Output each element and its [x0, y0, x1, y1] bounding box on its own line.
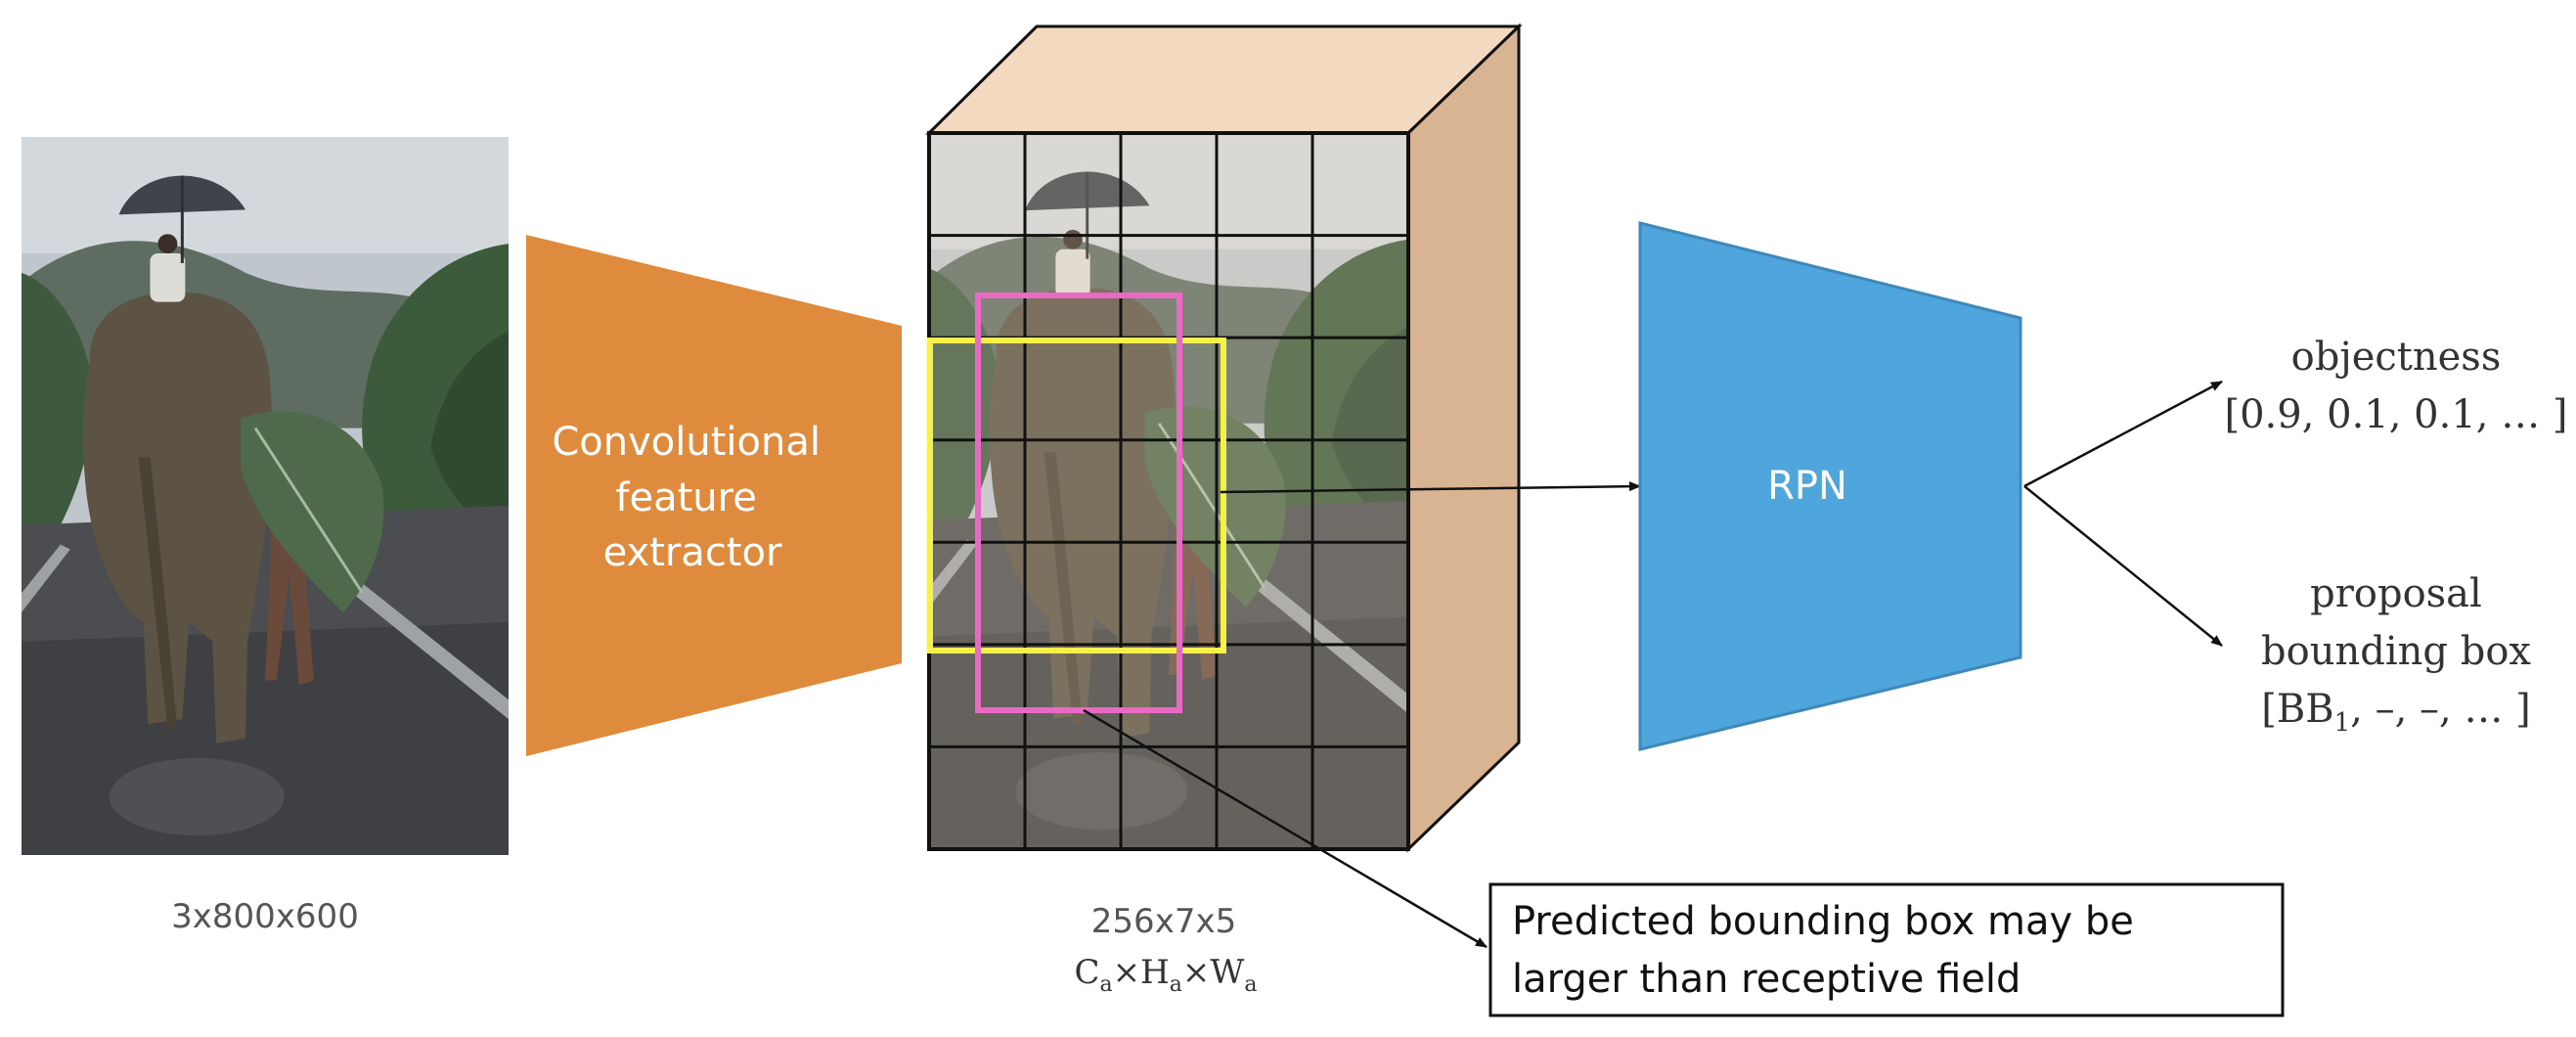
feature-map-dimensions-label: 256x7x5	[1091, 902, 1236, 941]
feature-map-formula: Ca×Ha×Wa	[1075, 953, 1258, 997]
yellow-anchor-box	[927, 338, 1226, 654]
feature-extractor-line-3: extractor	[603, 530, 782, 575]
feature-extractor-trapezoid	[526, 235, 902, 756]
arrow-feature-to-rpn	[1220, 481, 1641, 494]
callout-line-2: larger than receptive field	[1512, 957, 2021, 1002]
objectness-title: objectness	[2291, 335, 2502, 380]
rpn-trapezoid	[1638, 221, 2022, 751]
objectness-values: [0.9, 0.1, 0.1, … ]	[2224, 392, 2567, 437]
proposal-values: [BB1, –, –, … ]	[2261, 687, 2531, 738]
input-image	[22, 137, 509, 855]
pink-anchor-box	[975, 293, 1182, 713]
input-dimensions-label: 3x800x600	[171, 897, 359, 936]
feature-extractor-label: Convolutional feature extractor	[552, 420, 832, 575]
arrow-pink-box-to-callout	[1083, 708, 1488, 949]
feature-map-side-face	[1406, 23, 1521, 853]
rpn-label: RPN	[1767, 464, 1847, 509]
feature-map-cuboid	[925, 23, 1523, 853]
proposal-title-line-2: bounding box	[2261, 629, 2531, 674]
proposal-title-line-1: proposal	[2310, 571, 2482, 616]
callout-box	[1488, 882, 2285, 1017]
callout-line-1: Predicted bounding box may be	[1512, 899, 2134, 944]
feature-extractor-line-1: Convolutional	[552, 420, 821, 465]
arrow-rpn-to-objectness	[2023, 380, 2223, 488]
arrow-rpn-to-proposal	[2023, 485, 2223, 647]
feature-extractor-line-2: feature	[615, 475, 756, 520]
